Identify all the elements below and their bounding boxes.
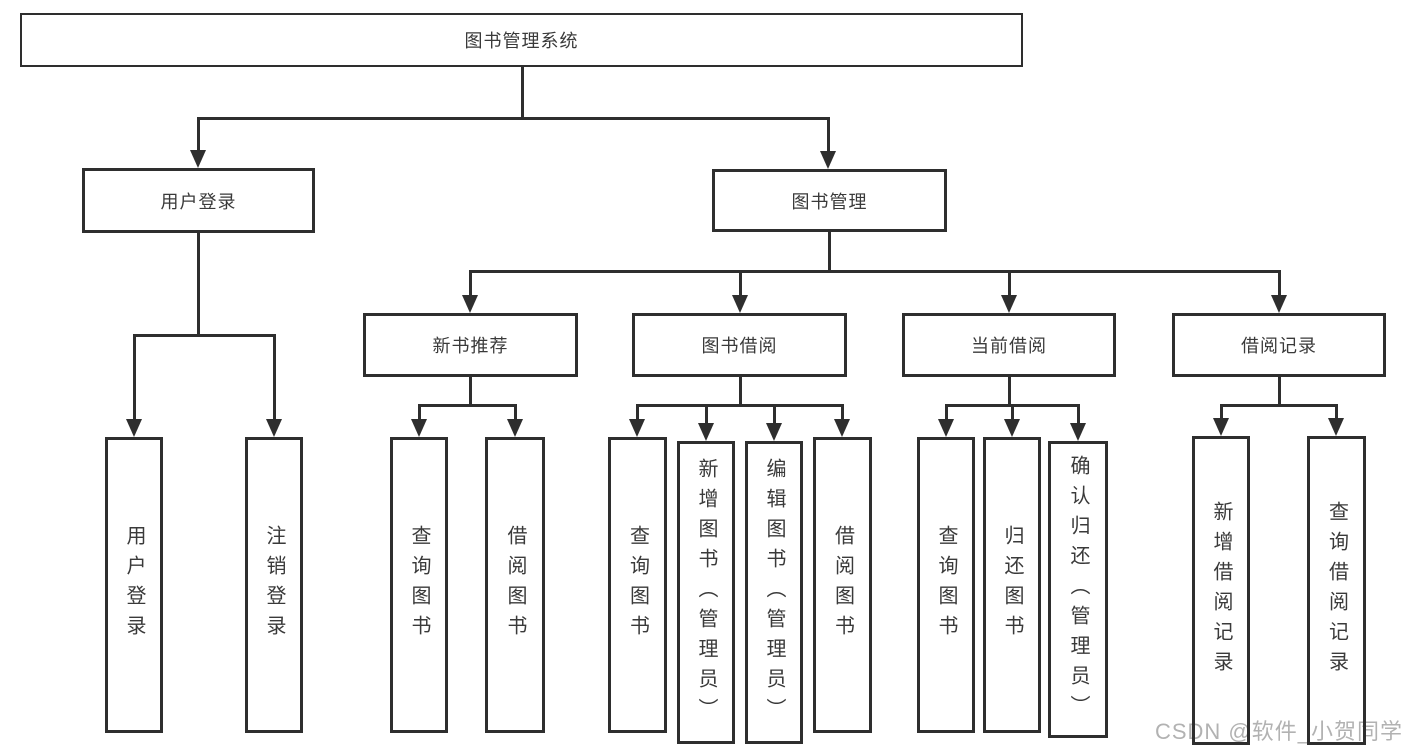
arrowhead-icon-book-borrow-3 xyxy=(834,419,850,437)
node-label-borrow-record: 借阅记录 xyxy=(1241,336,1317,356)
connector-stem-user-login xyxy=(196,233,200,337)
node-borrow-record: 借阅记录 xyxy=(1172,313,1386,377)
node-cb-confirm: 确认归还（管理员） xyxy=(1048,441,1108,738)
connector-drop-current-borrow-2 xyxy=(1076,405,1080,429)
node-label-nb-query-book: 查询图书 xyxy=(408,525,430,645)
connector-branch-root xyxy=(196,116,830,120)
connector-drop-book-mgmt-3 xyxy=(1277,271,1281,301)
node-br-query-record: 查询借阅记录 xyxy=(1307,436,1366,745)
node-bb-edit-book: 编辑图书（管理员） xyxy=(745,441,803,744)
node-label-root: 图书管理系统 xyxy=(464,31,579,51)
connector-drop-book-borrow-1 xyxy=(704,405,708,429)
arrowhead-icon-user-login-0 xyxy=(126,419,142,437)
connector-branch-new-book-rec xyxy=(417,403,517,407)
connector-stem-current-borrow xyxy=(1007,377,1011,407)
node-current-borrow: 当前借阅 xyxy=(902,313,1116,377)
node-label-nb-borrow-book: 借阅图书 xyxy=(504,525,526,645)
connector-drop-current-borrow-0 xyxy=(944,405,948,425)
arrowhead-icon-book-borrow-1 xyxy=(698,423,714,441)
node-bb-borrow-book: 借阅图书 xyxy=(813,437,872,733)
connector-drop-new-book-rec-0 xyxy=(417,405,421,425)
node-label-bb-add-book: 新增图书（管理员） xyxy=(695,457,717,728)
arrowhead-icon-root-1 xyxy=(820,151,836,169)
connector-drop-book-mgmt-1 xyxy=(738,271,742,301)
node-label-new-book-rec: 新书推荐 xyxy=(432,336,509,356)
node-label-bb-query-book: 查询图书 xyxy=(626,525,649,645)
arrowhead-icon-book-mgmt-0 xyxy=(462,295,478,313)
arrowhead-icon-book-mgmt-2 xyxy=(1001,295,1017,313)
node-nb-borrow-book: 借阅图书 xyxy=(485,437,545,733)
node-book-borrow: 图书借阅 xyxy=(632,313,847,377)
connector-drop-borrow-record-0 xyxy=(1219,405,1223,424)
connector-drop-root-0 xyxy=(196,118,200,156)
arrowhead-icon-borrow-record-1 xyxy=(1328,418,1344,436)
arrowhead-icon-borrow-record-0 xyxy=(1213,418,1229,436)
connector-drop-book-mgmt-2 xyxy=(1007,271,1011,301)
node-label-cb-return-book: 归还图书 xyxy=(1001,525,1023,645)
node-label-cb-confirm: 确认归还（管理员） xyxy=(1067,454,1089,725)
node-label-book-mgmt: 图书管理 xyxy=(791,191,868,212)
connector-stem-book-mgmt xyxy=(827,232,831,273)
arrowhead-icon-current-borrow-2 xyxy=(1070,423,1086,441)
node-label-current-borrow: 当前借阅 xyxy=(971,336,1047,356)
node-label-book-borrow: 图书借阅 xyxy=(701,336,778,356)
arrowhead-icon-root-0 xyxy=(190,150,206,168)
node-logout: 注销登录 xyxy=(245,437,303,733)
connector-drop-book-borrow-2 xyxy=(772,405,776,429)
arrowhead-icon-current-borrow-1 xyxy=(1004,419,1020,437)
connector-drop-root-1 xyxy=(826,118,830,157)
arrowhead-icon-book-borrow-0 xyxy=(629,419,645,437)
watermark: CSDN @软件_小贺同学 xyxy=(1154,719,1403,744)
node-login: 用户登录 xyxy=(105,437,163,733)
connector-drop-current-borrow-1 xyxy=(1010,405,1014,425)
connector-drop-book-borrow-0 xyxy=(635,405,639,425)
arrowhead-icon-book-mgmt-3 xyxy=(1271,295,1287,313)
connector-stem-root xyxy=(520,67,524,120)
node-label-br-query-record: 查询借阅记录 xyxy=(1325,500,1348,681)
connector-branch-borrow-record xyxy=(1219,403,1338,407)
arrowhead-icon-new-book-rec-1 xyxy=(507,419,523,437)
connector-drop-book-mgmt-0 xyxy=(468,271,472,301)
arrowhead-icon-new-book-rec-0 xyxy=(411,419,427,437)
connector-stem-book-borrow xyxy=(738,377,742,407)
node-label-logout: 注销登录 xyxy=(263,525,285,645)
node-bb-query-book: 查询图书 xyxy=(608,437,667,733)
connector-drop-book-borrow-3 xyxy=(840,405,844,425)
node-label-bb-borrow-book: 借阅图书 xyxy=(831,525,854,645)
node-cb-return-book: 归还图书 xyxy=(983,437,1041,733)
node-bb-add-book: 新增图书（管理员） xyxy=(677,441,735,744)
connector-branch-book-mgmt xyxy=(468,269,1281,273)
node-label-br-add-record: 新增借阅记录 xyxy=(1210,500,1232,681)
node-user-login: 用户登录 xyxy=(82,168,315,233)
node-br-add-record: 新增借阅记录 xyxy=(1192,436,1250,745)
connector-drop-new-book-rec-1 xyxy=(513,405,517,425)
node-new-book-rec: 新书推荐 xyxy=(363,313,578,377)
arrowhead-icon-current-borrow-0 xyxy=(938,419,954,437)
connector-drop-user-login-0 xyxy=(132,335,136,425)
node-root: 图书管理系统 xyxy=(20,13,1023,67)
arrowhead-icon-book-borrow-2 xyxy=(766,423,782,441)
node-label-user-login: 用户登录 xyxy=(160,191,237,212)
connector-stem-new-book-rec xyxy=(468,377,472,407)
connector-stem-borrow-record xyxy=(1277,377,1281,407)
node-label-login: 用户登录 xyxy=(123,525,145,645)
connector-branch-book-borrow xyxy=(635,403,844,407)
connector-drop-borrow-record-1 xyxy=(1334,405,1338,424)
connector-drop-user-login-1 xyxy=(272,335,276,425)
connector-branch-user-login xyxy=(132,333,276,337)
node-nb-query-book: 查询图书 xyxy=(390,437,448,733)
node-label-cb-query-book: 查询图书 xyxy=(935,525,957,645)
node-book-mgmt: 图书管理 xyxy=(712,169,947,232)
arrowhead-icon-user-login-1 xyxy=(266,419,282,437)
arrowhead-icon-book-mgmt-1 xyxy=(732,295,748,313)
node-label-bb-edit-book: 编辑图书（管理员） xyxy=(763,457,785,728)
node-cb-query-book: 查询图书 xyxy=(917,437,975,733)
